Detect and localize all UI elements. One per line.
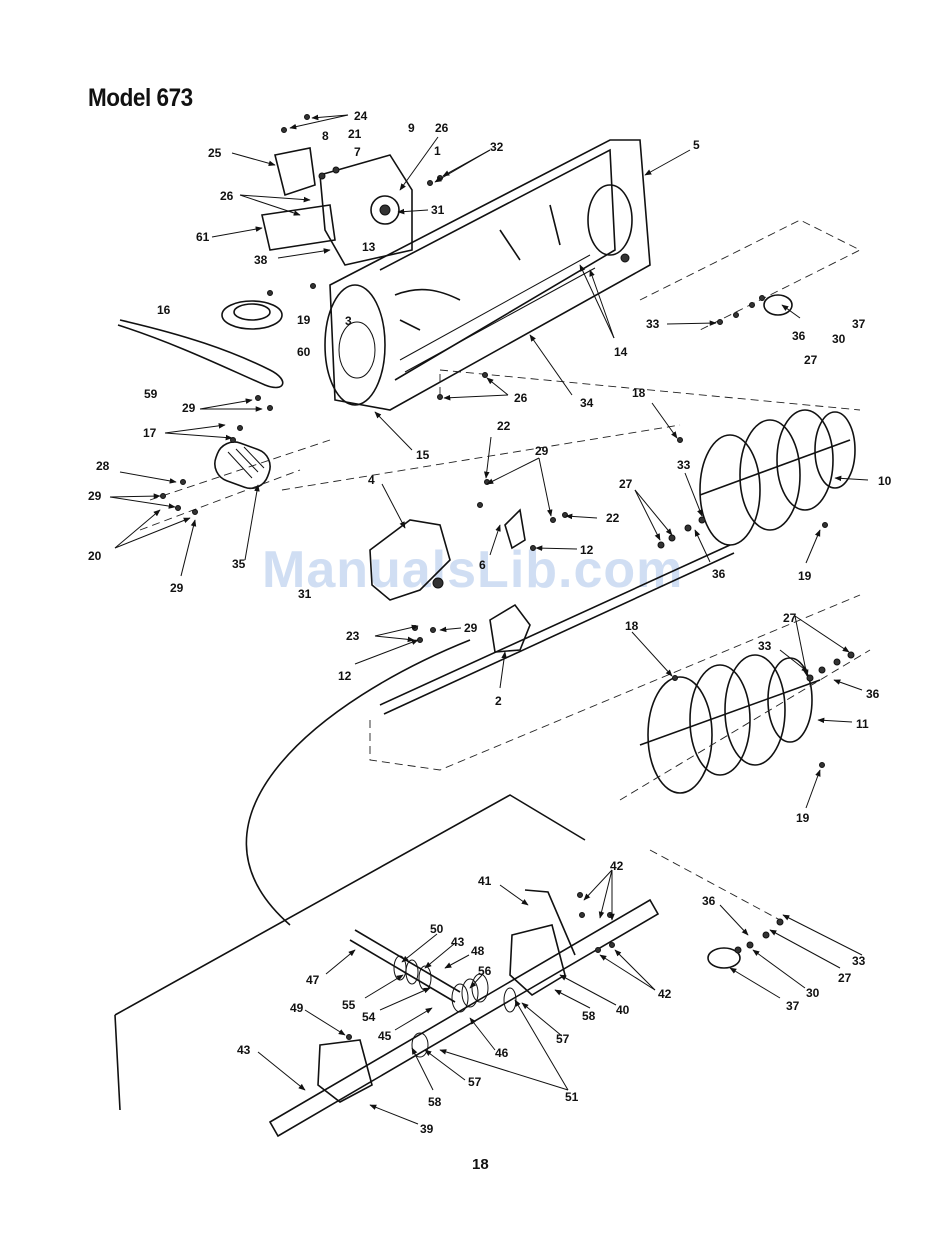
callout: 31 [431, 203, 445, 217]
callout: 30 [832, 332, 846, 346]
page-number: 18 [472, 1156, 489, 1173]
callout: 36 [702, 894, 716, 908]
callout: 49 [290, 1001, 304, 1015]
callout: 29 [88, 489, 102, 503]
callout: 31 [298, 587, 312, 601]
cable [246, 640, 470, 925]
callout: 20 [88, 549, 102, 563]
callout: 19 [297, 313, 311, 327]
callout: 59 [144, 387, 158, 401]
callout: 13 [362, 240, 376, 254]
callout: 6 [479, 558, 486, 572]
callout: 36 [792, 329, 806, 343]
callout: 55 [342, 998, 356, 1012]
callout: 33 [852, 954, 866, 968]
callout: 61 [196, 230, 210, 244]
callout: 33 [677, 458, 691, 472]
callout: 45 [378, 1029, 392, 1043]
callout: 27 [838, 971, 852, 985]
callout: 27 [783, 611, 797, 625]
callout: 4 [368, 473, 375, 487]
callout: 29 [464, 621, 478, 635]
inset-frame [115, 795, 585, 1110]
callout: 58 [582, 1009, 596, 1023]
callout: 3 [345, 314, 352, 328]
shave-plate-and-gear-case [370, 510, 734, 714]
callout: 17 [143, 426, 157, 440]
callout: 12 [580, 543, 594, 557]
callout: 11 [856, 717, 869, 731]
callout: 14 [614, 345, 628, 359]
callout: 29 [170, 581, 184, 595]
callout: 47 [306, 973, 320, 987]
callout: 60 [297, 345, 311, 359]
pulley-and-belt [118, 301, 283, 387]
callout: 51 [565, 1090, 579, 1104]
callout: 40 [616, 1003, 630, 1017]
callout: 48 [471, 944, 485, 958]
callout: 54 [362, 1010, 376, 1024]
callout: 58 [428, 1095, 442, 1109]
callout: 15 [416, 448, 430, 462]
assembly-guides [140, 220, 870, 920]
callout: 26 [514, 391, 528, 405]
callout: 9 [408, 121, 415, 135]
chute-drive-assembly [262, 148, 412, 265]
callout: 21 [348, 127, 362, 141]
bearing-plate [210, 437, 275, 493]
callout: 37 [852, 317, 866, 331]
callout: 19 [796, 811, 810, 825]
callout: 41 [478, 874, 492, 888]
callout: 42 [610, 859, 624, 873]
callout: 37 [786, 999, 800, 1013]
callout: 28 [96, 459, 110, 473]
callout: 56 [478, 964, 492, 978]
callout: 2 [495, 694, 502, 708]
auger-housing [325, 140, 650, 410]
callout: 43 [237, 1043, 251, 1057]
callout: 7 [354, 145, 361, 159]
callout: 8 [322, 129, 329, 143]
callout: 57 [468, 1075, 482, 1089]
callout: 43 [451, 935, 465, 949]
callout: 33 [646, 317, 660, 331]
callout: 22 [606, 511, 620, 525]
auger-upper [700, 410, 855, 545]
callout: 23 [346, 629, 360, 643]
callout: 1 [434, 144, 441, 158]
callout: 27 [619, 477, 633, 491]
callout: 38 [254, 253, 268, 267]
callout: 26 [220, 189, 234, 203]
callout: 29 [182, 401, 196, 415]
callout: 26 [435, 121, 449, 135]
callout: 29 [535, 444, 549, 458]
callout: 10 [878, 474, 892, 488]
callout: 57 [556, 1032, 570, 1046]
callout: 24 [354, 109, 368, 123]
callout: 30 [806, 986, 820, 1000]
callout: 16 [157, 303, 171, 317]
callout: 27 [804, 353, 818, 367]
callout: 46 [495, 1046, 509, 1060]
callout: 39 [420, 1122, 434, 1136]
callout: 12 [338, 669, 352, 683]
callout: 42 [658, 987, 672, 1001]
callout: 25 [208, 146, 222, 160]
callout: 18 [625, 619, 639, 633]
callout: 34 [580, 396, 594, 410]
callout: 22 [497, 419, 511, 433]
callout: 19 [798, 569, 812, 583]
callout: 50 [430, 922, 444, 936]
callout: 32 [490, 140, 504, 154]
callout: 36 [712, 567, 726, 581]
callout: 5 [693, 138, 700, 152]
callout: 18 [632, 386, 646, 400]
callout: 36 [866, 687, 880, 701]
callout: 35 [232, 557, 246, 571]
callout: 33 [758, 639, 772, 653]
